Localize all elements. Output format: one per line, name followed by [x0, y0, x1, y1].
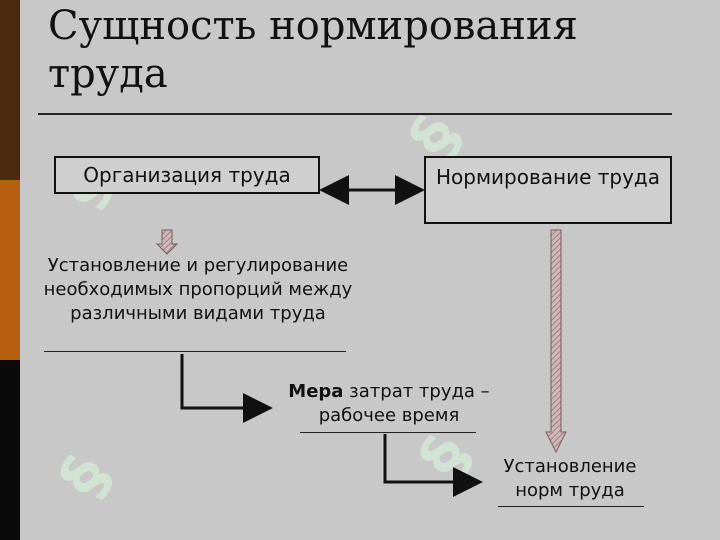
text-measure-bold: Мера [288, 381, 344, 402]
text-norms: Установление норм труда [503, 456, 637, 501]
text-measure-rest: затрат труда – рабочее время [318, 381, 490, 426]
sidebar-decoration [0, 0, 20, 540]
elbow-arrow-2 [383, 434, 483, 497]
down-arrow-small [155, 229, 179, 255]
sidebar-band-top [0, 0, 20, 180]
down-arrow-long [545, 229, 567, 454]
elbow-arrow-1 [180, 354, 273, 423]
slide-title: Сущность нормирования труда [48, 3, 578, 97]
underline-proportions [44, 351, 346, 352]
box-labor-organization: Организация труда [54, 156, 320, 194]
sidebar-band-bottom [0, 360, 20, 540]
sidebar-band-middle [0, 180, 20, 360]
title-underline [38, 113, 672, 115]
text-proportions: Установление и регулирование необходимых… [43, 255, 353, 324]
box-labor-rationing: Нормирование труда [424, 156, 672, 224]
text-measure: Мера затрат труда – рабочее время [276, 380, 502, 428]
underline-norms [498, 506, 644, 507]
underline-measure [300, 432, 476, 433]
